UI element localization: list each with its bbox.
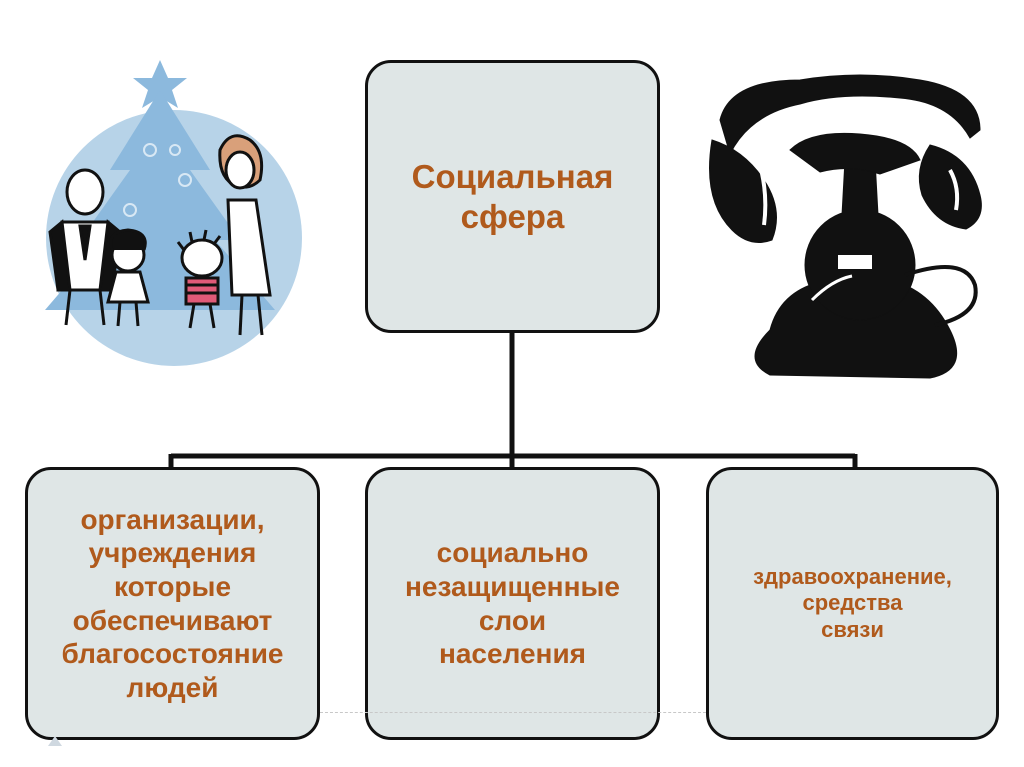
root-node-social-sphere: Социальная сфера [365,60,660,333]
child-node-label: социально незащищенные слои населения [405,536,620,670]
child-node-label: организации, учреждения которые обеспечи… [62,503,284,705]
slide-marker-icon [48,736,62,746]
connector-lines [171,333,855,467]
family-christmas-tree-illustration [45,60,302,366]
child-node-label: здравоохранение, средства связи [753,564,952,643]
root-node-label: Социальная сфера [412,157,614,236]
child-node-organizations: организации, учреждения которые обеспечи… [25,467,320,740]
child-node-healthcare-communications: здравоохранение, средства связи [706,467,999,740]
dashed-divider [320,712,706,713]
vintage-telephone-illustration [710,75,982,378]
child-node-vulnerable-groups: социально незащищенные слои населения [365,467,660,740]
